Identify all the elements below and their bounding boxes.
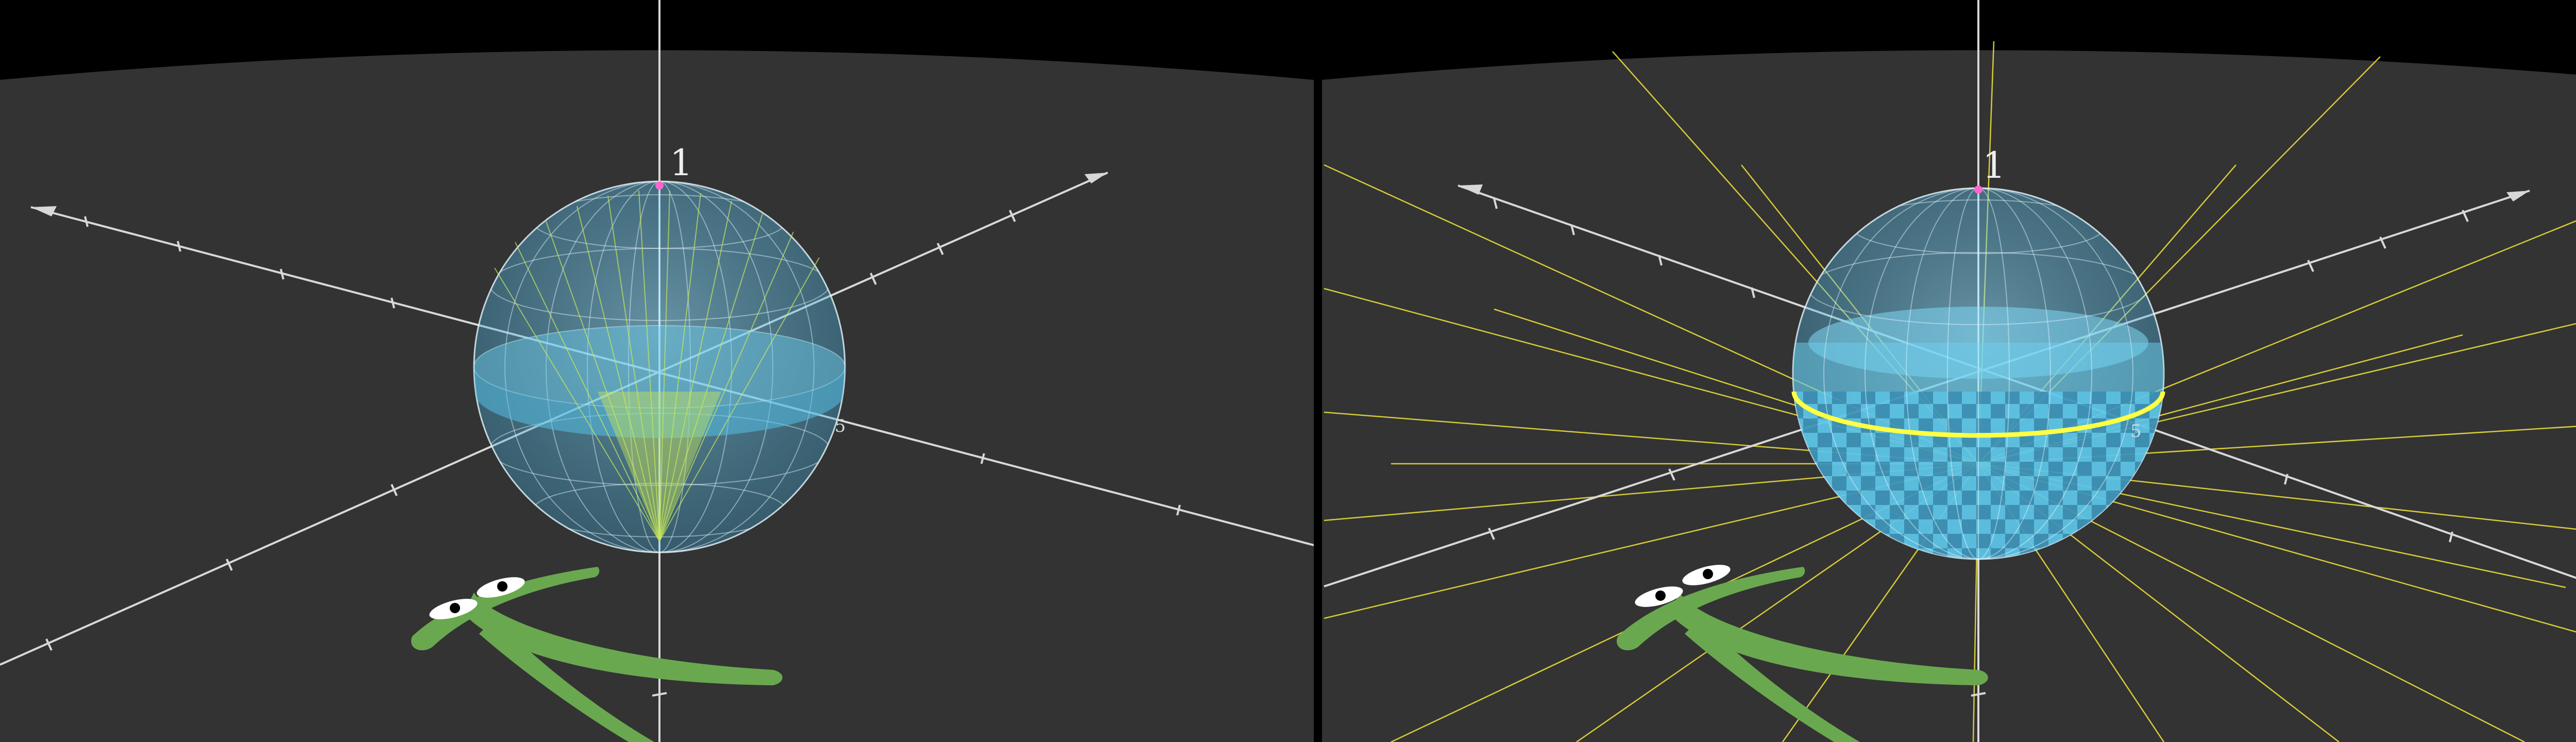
ray-cone: [494, 190, 820, 542]
panel-divider: [1314, 0, 1322, 742]
axis-top-label: 1: [1982, 144, 2006, 187]
y-axis-arrow-icon: [2506, 191, 2530, 201]
axis-top-label: 1: [670, 142, 693, 184]
pi-creature-icon: [1617, 565, 1988, 742]
axis-side-label: 5: [2130, 421, 2142, 442]
equator: [1791, 391, 2165, 438]
pi-creature-icon: [411, 567, 783, 742]
axis-side-label: 5: [835, 416, 846, 436]
x-axis-arrow-icon: [1458, 184, 1483, 195]
left-panel: 1 5: [0, 0, 1314, 742]
y-axis-arrow-icon: [1084, 173, 1108, 183]
right-panel: 1 5: [1322, 0, 2576, 742]
x-axis-arrow-icon: [31, 206, 57, 216]
pole-marker: [1974, 185, 1982, 194]
sphere: [473, 180, 846, 553]
pole-marker: [655, 181, 664, 190]
